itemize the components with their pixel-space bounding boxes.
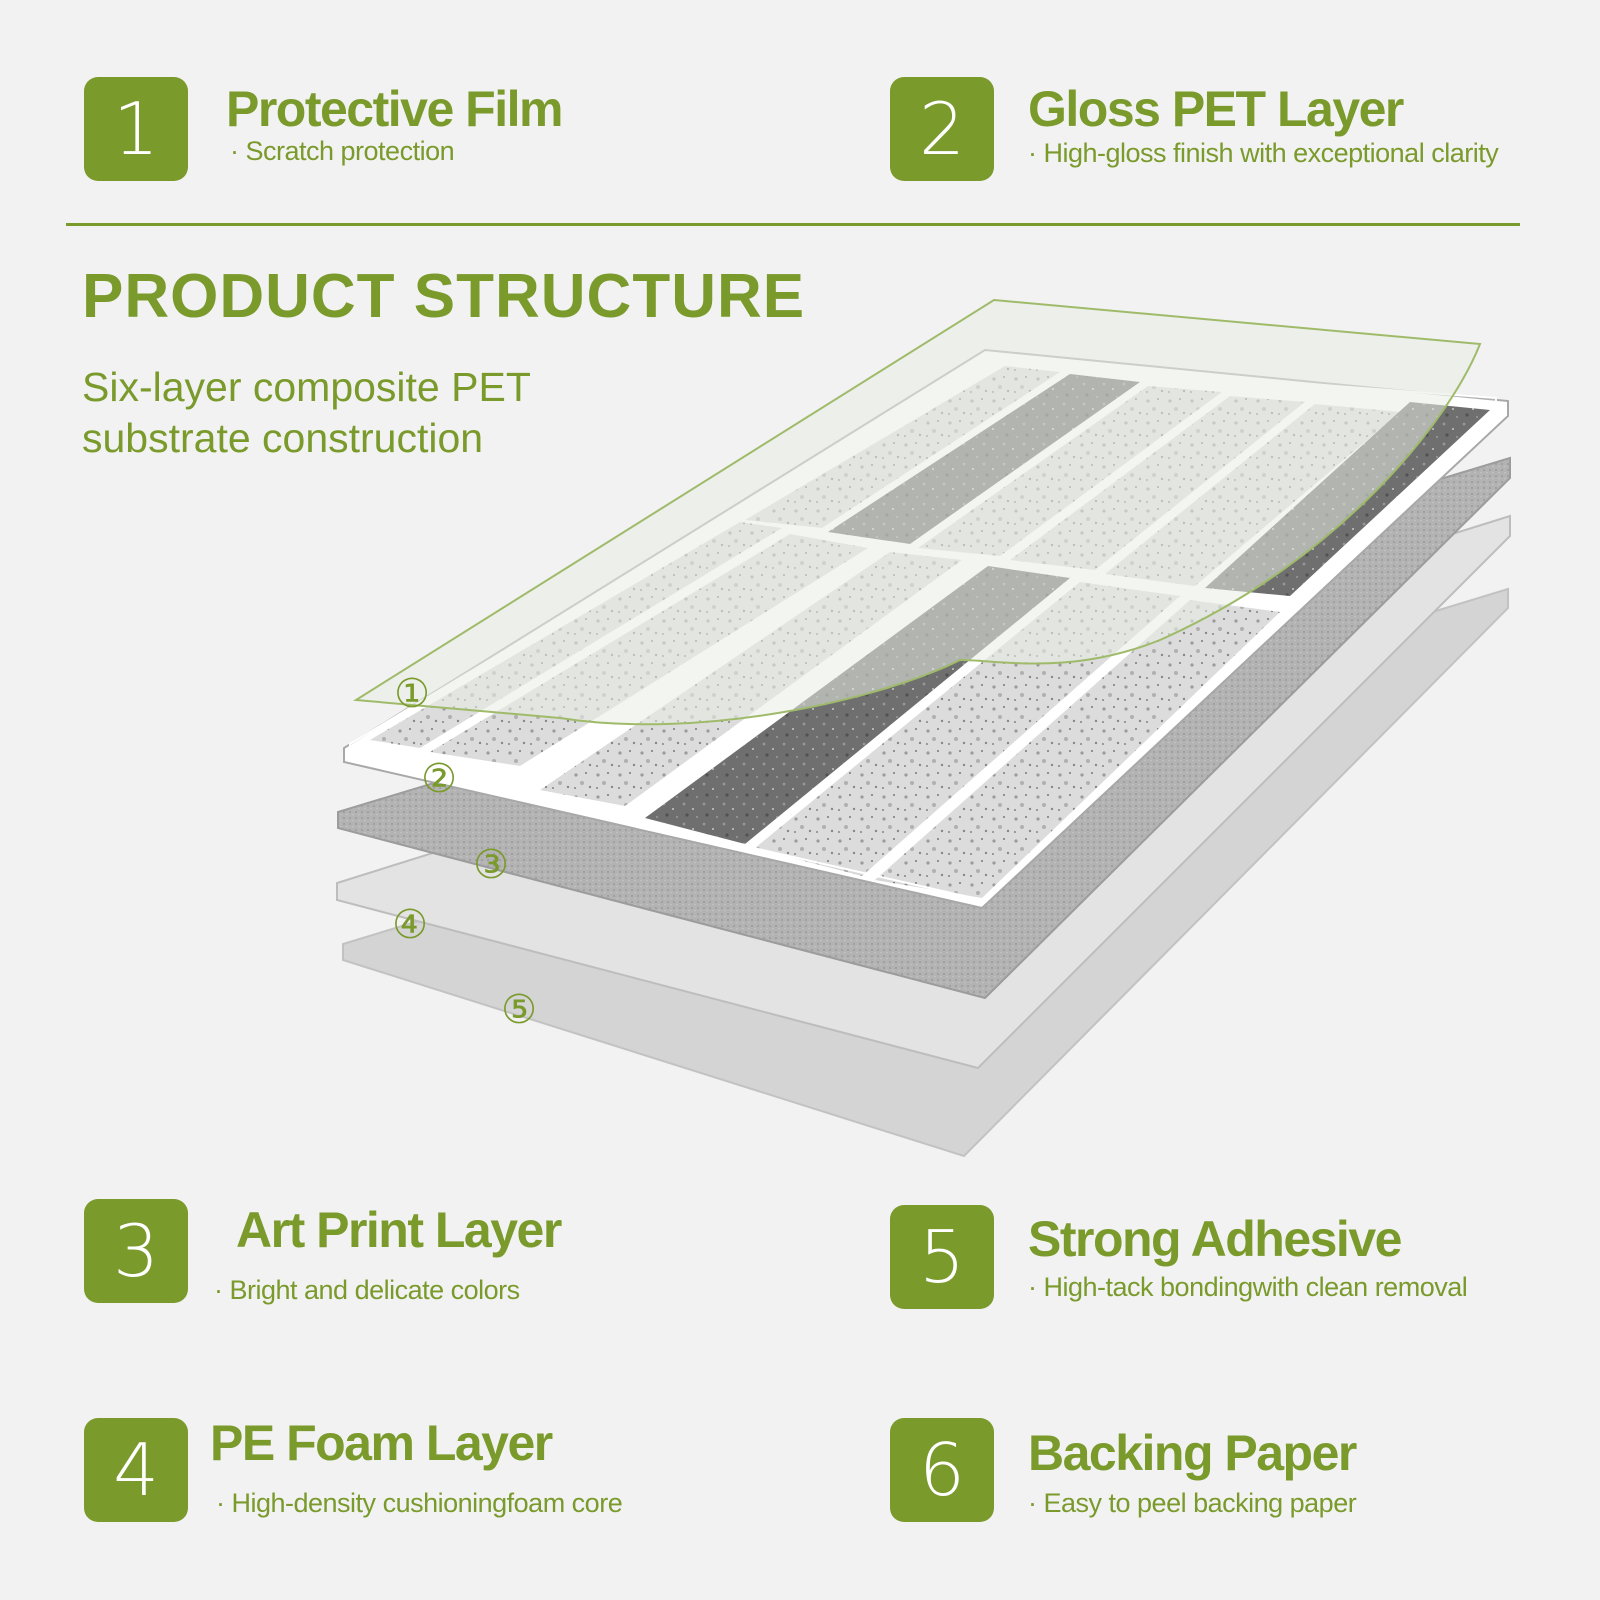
- layer-6-desc: · Easy to peel backing paper: [1028, 1488, 1357, 1518]
- page-title: PRODUCT STRUCTURE: [82, 262, 806, 331]
- layer-5-title: Strong Adhesive: [1028, 1211, 1402, 1267]
- layer-6-badge: 6: [890, 1418, 994, 1522]
- layer-4-title: PE Foam Layer: [210, 1415, 553, 1471]
- layer-1-desc: · Scratch protection: [230, 136, 455, 166]
- layer-4-badge: 4: [84, 1418, 188, 1522]
- marker-5: ⑤: [501, 987, 537, 1033]
- protective-film-layer: [352, 298, 1482, 726]
- layer-1-badge: 1: [84, 77, 188, 181]
- marker-3: ③: [473, 842, 509, 888]
- layer-5-desc: · High-tack bondingwith clean removal: [1028, 1272, 1468, 1302]
- layer-2-badge: 2: [890, 77, 994, 181]
- layer-2-desc: · High-gloss finish with exceptional cla…: [1028, 138, 1499, 168]
- marker-2: ②: [421, 756, 457, 802]
- page-subtitle: Six-layer composite PET substrate constr…: [82, 362, 531, 464]
- layer-5-badge: 5: [890, 1205, 994, 1309]
- divider-line: [66, 223, 1520, 226]
- tile-6: [875, 600, 1280, 898]
- layer-markers: ① ② ③ ④ ⑤: [392, 671, 537, 1033]
- marker-4: ④: [392, 902, 428, 948]
- subtitle-line-1: Six-layer composite PET: [82, 364, 531, 410]
- layer-6-title: Backing Paper: [1028, 1425, 1357, 1481]
- layer-3-desc: · Bright and delicate colors: [214, 1275, 520, 1305]
- layer-1-title: Protective Film: [226, 81, 563, 137]
- layer-4-desc: · High-density cushioningfoam core: [216, 1488, 623, 1518]
- subtitle-line-2: substrate construction: [82, 415, 484, 461]
- layer-3-badge: 3: [84, 1199, 188, 1303]
- layer-2-title: Gloss PET Layer: [1028, 81, 1404, 137]
- layer-3-title: Art Print Layer: [236, 1202, 562, 1258]
- marker-1: ①: [394, 671, 430, 717]
